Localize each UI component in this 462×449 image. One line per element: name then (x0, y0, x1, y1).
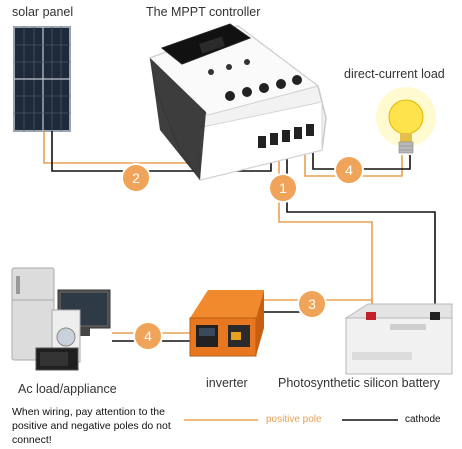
inverter-label: inverter (206, 376, 248, 390)
legend-positive-label: positive pole (266, 414, 322, 425)
marker-1-text: 1 (279, 180, 287, 196)
controller-label: The MPPT controller (146, 5, 261, 19)
legend-negative-label: cathode (405, 414, 441, 425)
inverter-image (189, 290, 264, 357)
marker-3-text: 3 (308, 296, 316, 312)
light-bulb-image (376, 87, 436, 154)
solar-panel-label: solar panel (12, 5, 74, 19)
marker-3: 3 (297, 289, 327, 319)
ac-load-label: Ac load/appliance (18, 382, 117, 396)
marker-2-text: 2 (132, 170, 140, 186)
solar-panel-image (13, 26, 71, 132)
battery-image (344, 303, 453, 375)
marker-4-dc-text: 4 (345, 162, 353, 178)
marker-1: 1 (268, 173, 298, 203)
mppt-controller-image (149, 23, 327, 181)
ac-appliances-image (11, 267, 111, 371)
wiring-warning-note: When wiring, pay attention to the positi… (12, 406, 171, 446)
marker-4-ac-text: 4 (144, 328, 152, 344)
marker-4-dc: 4 (334, 155, 364, 185)
battery-label: Photosynthetic silicon battery (278, 376, 440, 390)
marker-4-ac: 4 (133, 321, 163, 351)
marker-2: 2 (121, 163, 151, 193)
dc-load-label: direct-current load (344, 67, 445, 81)
